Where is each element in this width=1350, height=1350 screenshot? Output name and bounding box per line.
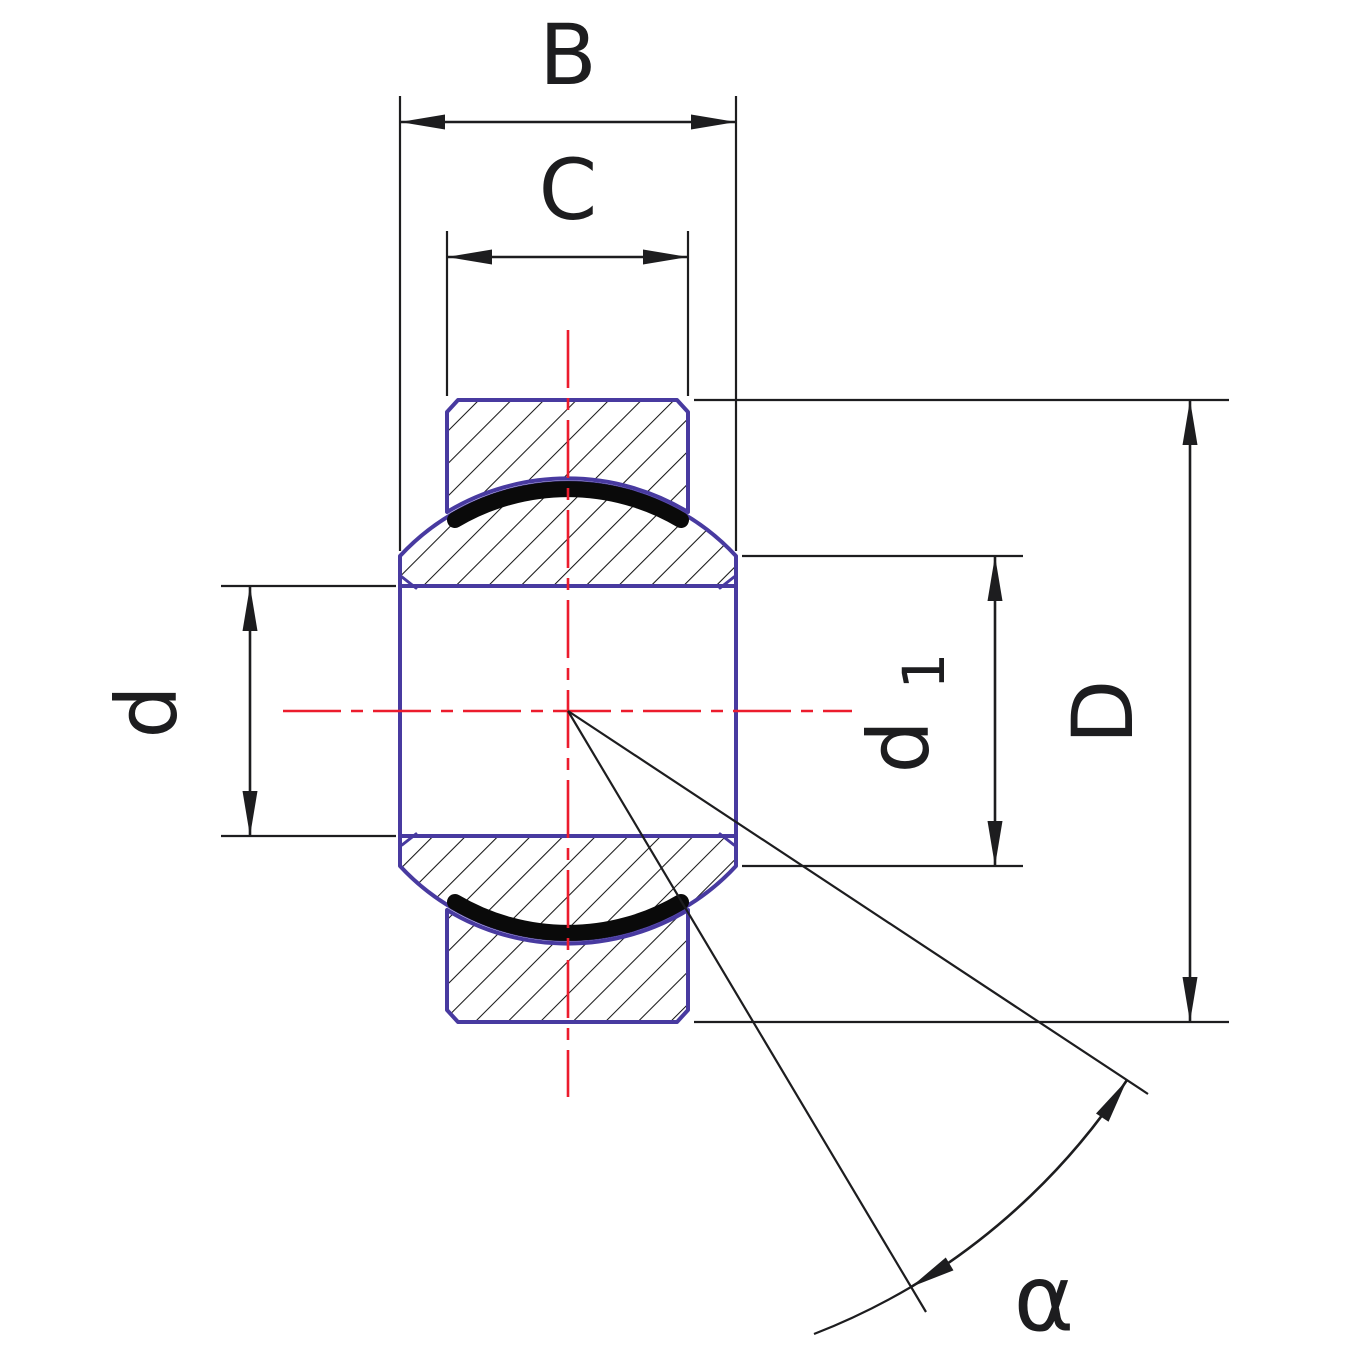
alpha-ray-upper [567, 710, 1149, 1095]
alpha-ray-lower [567, 710, 927, 1313]
dimension-d: d [98, 584, 396, 838]
dimension-label-d: d [98, 685, 196, 738]
bore-chamfer-top-right [718, 575, 736, 590]
dimension-label-alpha: α [1014, 1245, 1075, 1350]
dimension-label-d1-base: d [850, 720, 948, 773]
liner-band-bottom [447, 894, 689, 941]
dimension-D: D [694, 398, 1229, 1024]
dimension-C: C [445, 141, 690, 396]
dimension-label-d1: d 1 [850, 653, 958, 774]
dimension-alpha: α [567, 710, 1149, 1350]
dimension-label-C: C [539, 141, 598, 239]
bore-chamfer-top-left [400, 575, 418, 590]
dimension-d1: d 1 [742, 554, 1023, 868]
dimension-label-d1-subscript: 1 [890, 653, 958, 690]
alpha-arc [910, 1079, 1129, 1289]
bore-chamfer-bottom-right [718, 832, 736, 847]
alpha-arc-tail [813, 1286, 912, 1336]
dimension-label-D: D [1054, 680, 1152, 745]
dimension-label-B: B [539, 6, 597, 104]
bore-chamfer-bottom-left [400, 832, 418, 847]
centerlines [283, 330, 852, 1097]
dimension-B: B [398, 6, 738, 551]
